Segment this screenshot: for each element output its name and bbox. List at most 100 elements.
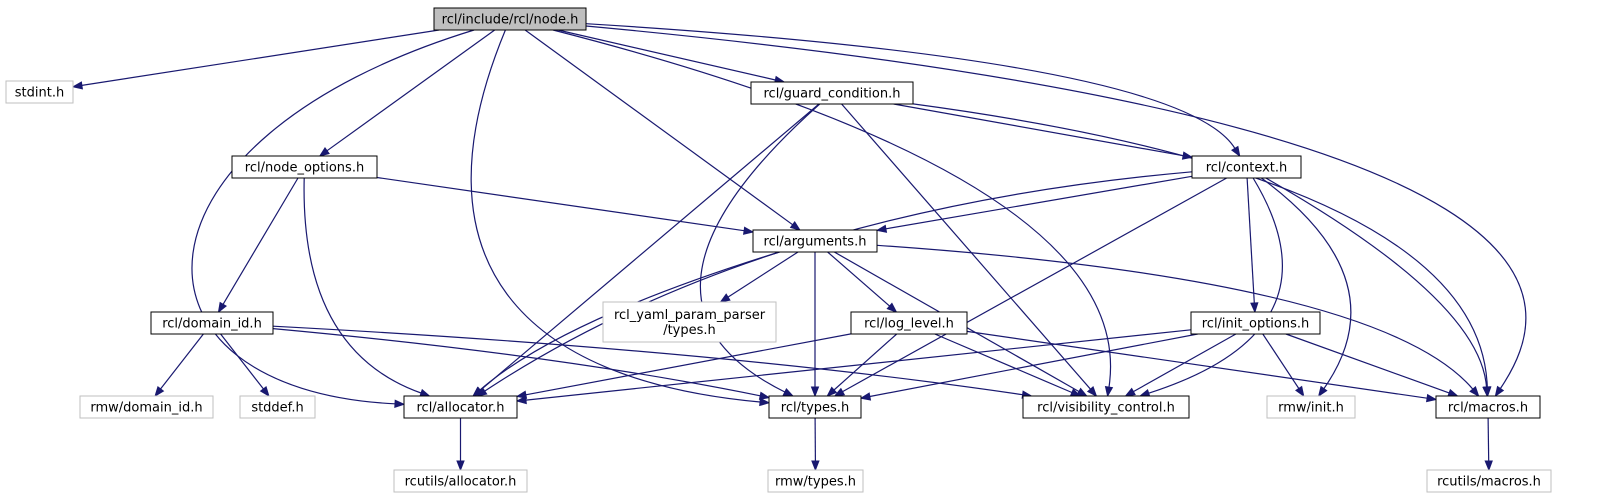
edge-line bbox=[966, 330, 1428, 399]
edge-node-h-to-types bbox=[470, 29, 771, 407]
node-box bbox=[150, 311, 274, 335]
edge-allocator-to-rcutils-allocator bbox=[456, 418, 465, 472]
arrowhead-icon bbox=[811, 460, 820, 472]
node-box bbox=[231, 155, 378, 179]
edge-node-h-to-allocator bbox=[191, 29, 475, 409]
node-box bbox=[767, 469, 864, 493]
arrowhead-icon bbox=[1447, 388, 1459, 397]
edge-context-to-types bbox=[833, 177, 1227, 397]
node-layer: rcl/include/rcl/node.hstdint.hrcl/node_o… bbox=[5, 7, 1552, 493]
node-macros[interactable]: rcl/macros.h bbox=[1435, 395, 1541, 419]
edge-line bbox=[160, 333, 204, 390]
arrowhead-icon bbox=[789, 221, 802, 231]
node-label: rcl/domain_id.h bbox=[162, 317, 262, 332]
arrowhead-icon bbox=[875, 224, 888, 233]
edge-domain-id-to-stddef bbox=[220, 333, 270, 398]
arrowhead-icon bbox=[318, 147, 330, 157]
edge-context-to-macros bbox=[1265, 177, 1491, 398]
edge-node-h-to-node-options bbox=[318, 29, 496, 157]
arrowhead-icon bbox=[886, 302, 898, 313]
arrowhead-icon bbox=[859, 392, 872, 401]
arrowhead-icon bbox=[1482, 386, 1491, 398]
arrowhead-icon bbox=[1076, 387, 1088, 397]
node-label: rcl/guard_condition.h bbox=[763, 87, 900, 102]
arrowhead-icon bbox=[472, 386, 484, 397]
edge-init-options-to-rmw-init bbox=[1262, 333, 1305, 398]
node-box bbox=[750, 81, 914, 105]
arrowhead-icon bbox=[515, 390, 528, 399]
node-box bbox=[5, 80, 74, 104]
arrowhead-icon bbox=[1231, 145, 1241, 158]
edge-line bbox=[81, 29, 440, 86]
arrowhead-icon bbox=[1484, 460, 1493, 472]
edge-line bbox=[484, 171, 1193, 392]
arrowhead-icon bbox=[1086, 386, 1098, 398]
edge-line bbox=[585, 25, 1527, 389]
node-box bbox=[752, 229, 878, 253]
node-rmw-init: rmw/init.h bbox=[1266, 395, 1356, 419]
node-box bbox=[1022, 395, 1190, 419]
node-label: rcutils/allocator.h bbox=[405, 475, 517, 490]
edge-node-options-to-arguments bbox=[376, 176, 755, 235]
arrowhead-icon bbox=[758, 391, 771, 400]
edge-domain-id-to-types bbox=[272, 328, 771, 400]
edge-line bbox=[272, 325, 1023, 396]
node-label: rcl/init_options.h bbox=[1202, 317, 1310, 332]
edge-arguments-to-allocator bbox=[472, 251, 780, 397]
edge-line bbox=[326, 29, 496, 152]
edge-context-to-rmw-init bbox=[1261, 177, 1352, 398]
edge-line bbox=[376, 176, 745, 232]
node-domain-id[interactable]: rcl/domain_id.h bbox=[150, 311, 274, 335]
node-allocator[interactable]: rcl/allocator.h bbox=[403, 395, 518, 419]
edge-line bbox=[833, 333, 898, 391]
node-log-level[interactable]: rcl/log_level.h bbox=[850, 311, 968, 335]
node-box bbox=[1191, 155, 1302, 179]
edge-line bbox=[220, 333, 264, 390]
edge-init-options-to-types bbox=[859, 333, 1198, 401]
node-label: rcl/macros.h bbox=[1448, 401, 1528, 416]
node-label: rcl/node_options.h bbox=[245, 161, 364, 176]
node-init-options[interactable]: rcl/init_options.h bbox=[1190, 311, 1321, 335]
node-box bbox=[768, 395, 862, 419]
arrowhead-icon bbox=[1469, 386, 1480, 398]
edge-log-level-to-macros bbox=[966, 330, 1438, 403]
node-arguments[interactable]: rcl/arguments.h bbox=[752, 229, 878, 253]
edge-node-h-to-guard-condition bbox=[557, 29, 786, 85]
arrowhead-icon bbox=[759, 397, 771, 407]
edge-arguments-to-macros bbox=[876, 244, 1480, 398]
node-guard-condition[interactable]: rcl/guard_condition.h bbox=[750, 81, 914, 105]
edge-domain-id-to-rmw-domain-id bbox=[154, 333, 204, 398]
edge-line bbox=[893, 103, 1184, 157]
edge-line bbox=[841, 103, 1091, 390]
edge-line bbox=[912, 103, 1488, 388]
edge-line bbox=[727, 251, 799, 298]
node-context[interactable]: rcl/context.h bbox=[1191, 155, 1302, 179]
node-visibility[interactable]: rcl/visibility_control.h bbox=[1022, 395, 1190, 419]
edge-line bbox=[1265, 177, 1488, 388]
node-label: stddef.h bbox=[251, 401, 303, 416]
node-label: rcutils/macros.h bbox=[1437, 475, 1541, 490]
edge-layer bbox=[71, 23, 1527, 472]
node-types[interactable]: rcl/types.h bbox=[768, 395, 862, 419]
arrowhead-icon bbox=[782, 388, 795, 397]
edge-init-options-to-allocator bbox=[515, 329, 1192, 405]
node-box bbox=[393, 469, 528, 493]
edge-context-to-allocator bbox=[476, 171, 1193, 397]
edge-guard-condition-to-context bbox=[893, 103, 1194, 160]
edge-line bbox=[191, 29, 475, 405]
arrowhead-icon bbox=[1295, 385, 1305, 398]
node-rcutils-macros: rcutils/macros.h bbox=[1426, 469, 1552, 493]
node-node-options[interactable]: rcl/node_options.h bbox=[231, 155, 378, 179]
node-box bbox=[239, 395, 316, 419]
edge-line bbox=[827, 251, 890, 307]
edge-arguments-to-log-level bbox=[827, 251, 898, 313]
node-label: rcl_yaml_param_parser bbox=[614, 308, 766, 323]
node-box bbox=[79, 395, 214, 419]
edge-line bbox=[585, 23, 1236, 149]
edge-line bbox=[1487, 417, 1490, 462]
edge-node-h-to-context bbox=[585, 23, 1241, 158]
node-box bbox=[1426, 469, 1552, 493]
edge-line bbox=[934, 333, 1073, 394]
edge-log-level-to-allocator bbox=[515, 333, 852, 399]
edge-line bbox=[557, 29, 776, 81]
